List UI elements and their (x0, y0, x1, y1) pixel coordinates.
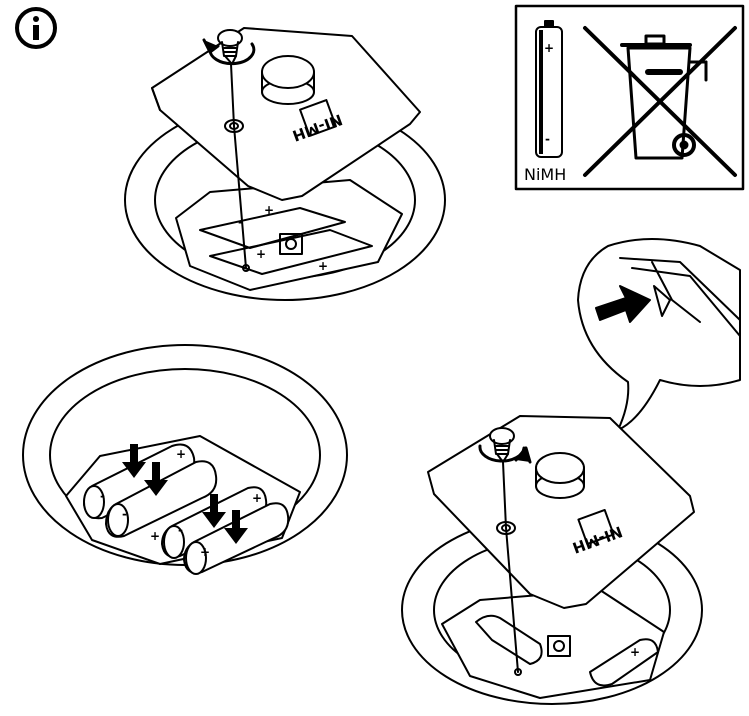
polarity-plus-label: + (200, 545, 210, 559)
polarity-plus-label: + (176, 447, 186, 461)
step-open-cover: + - + + NI-MH (125, 28, 445, 300)
polarity-plus-label: + (256, 247, 266, 261)
latch-detail-callout (578, 239, 740, 430)
step-close-cover: + NI-MH (402, 416, 702, 704)
battery-cover-plate: NI-MH (428, 416, 694, 608)
polarity-minus-label: - (100, 489, 105, 503)
battery-icon: + - (536, 21, 562, 157)
battery-plus-label: + (544, 41, 554, 55)
polarity-plus-label: + (630, 645, 640, 659)
polarity-plus-label: + (150, 529, 160, 543)
polarity-plus-label: + (318, 259, 328, 273)
nimh-label: NiMH (524, 165, 566, 184)
battery-minus-label: - (545, 132, 550, 146)
battery-cover-plate: NI-MH (152, 28, 420, 200)
info-icon (17, 9, 55, 47)
crossed-out-wheelie-bin-icon (585, 28, 735, 175)
polarity-plus-label: + (264, 203, 274, 217)
recycling-notice: + - NiMH (516, 6, 743, 189)
polarity-minus-label: - (178, 523, 183, 537)
battery-compartment: + (442, 590, 664, 698)
polarity-minus-label: - (122, 507, 127, 521)
polarity-plus-label: + (252, 491, 262, 505)
step-insert-batteries: + - - + - + + (23, 345, 347, 574)
